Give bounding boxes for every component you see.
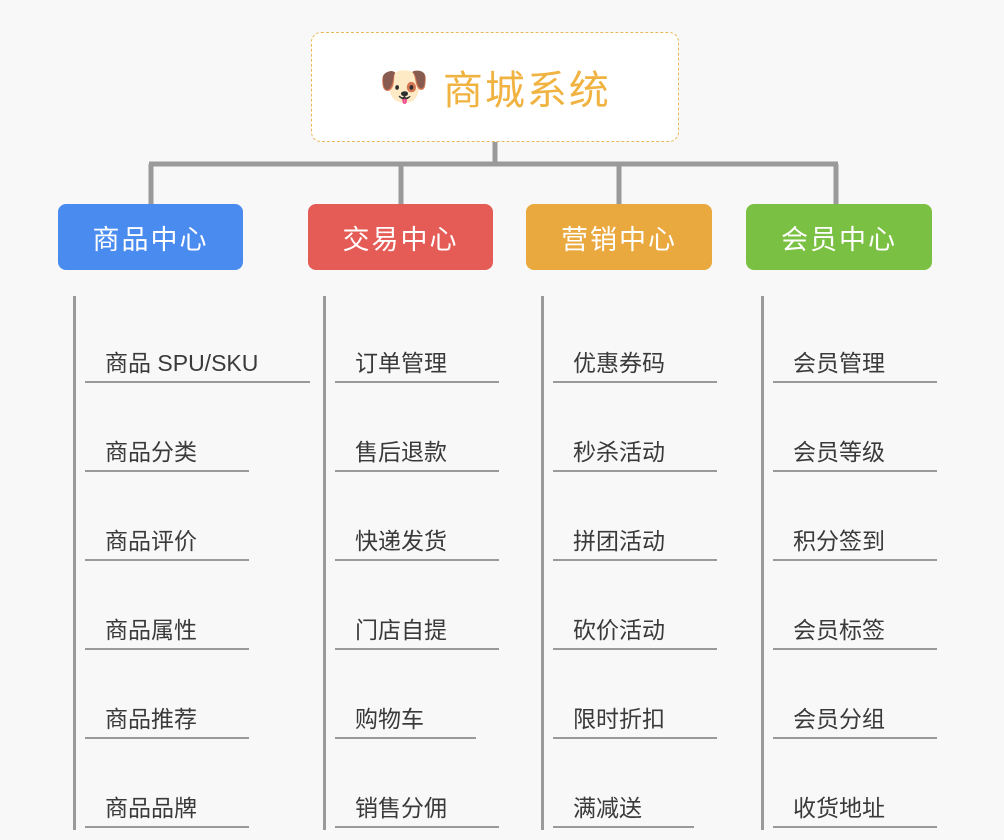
shiba-dog-icon: 🐶 [379,65,429,109]
leaf-label: 秒杀活动 [553,439,717,472]
category-label-3: 会员中心 [781,224,897,255]
list-item[interactable]: 商品推荐 [76,652,290,741]
list-item[interactable]: 售后退款 [326,385,540,474]
list-item[interactable]: 会员标签 [764,563,978,652]
category-column-1: 交易中心 订单管理 售后退款 快递发货 门店自提 购物车 销售分佣 [308,204,540,830]
leaf-label: 会员标签 [773,617,937,650]
leaf-label: 收货地址 [773,795,937,828]
category-column-3: 会员中心 会员管理 会员等级 积分签到 会员标签 会员分组 收货地址 [746,204,978,830]
list-item[interactable]: 秒杀活动 [544,385,758,474]
leaf-label: 快递发货 [335,528,499,561]
leaf-label: 商品属性 [85,617,249,650]
leaf-label: 会员管理 [773,350,937,383]
list-item[interactable]: 商品评价 [76,474,290,563]
leaf-label: 商品推荐 [85,706,249,739]
category-label-2: 营销中心 [561,224,677,255]
category-column-2: 营销中心 优惠券码 秒杀活动 拼团活动 砍价活动 限时折扣 满减送 [526,204,758,830]
leaf-label: 购物车 [335,706,476,739]
leaf-label: 积分签到 [773,528,937,561]
root-node[interactable]: 🐶 商城系统 [311,32,679,142]
leaf-label: 订单管理 [335,350,499,383]
list-item[interactable]: 快递发货 [326,474,540,563]
list-item[interactable]: 拼团活动 [544,474,758,563]
list-item[interactable]: 会员分组 [764,652,978,741]
leaf-label: 拼团活动 [553,528,717,561]
category-header-3[interactable]: 会员中心 [746,204,932,270]
list-item[interactable]: 积分签到 [764,474,978,563]
list-item[interactable]: 限时折扣 [544,652,758,741]
list-item[interactable]: 商品属性 [76,563,290,652]
category-header-1[interactable]: 交易中心 [308,204,493,270]
leaf-label: 会员等级 [773,439,937,472]
category-column-0: 商品中心 商品 SPU/SKU 商品分类 商品评价 商品属性 商品推荐 商品品牌 [58,204,311,830]
leaf-label: 限时折扣 [553,706,717,739]
leaf-label: 商品品牌 [85,795,249,828]
root-title: 商城系统 [442,69,611,113]
leaf-label: 商品分类 [85,439,249,472]
list-item[interactable]: 满减送 [544,741,758,830]
category-label-0: 商品中心 [92,224,209,255]
list-item[interactable]: 商品 SPU/SKU [76,296,311,385]
leaf-label: 优惠券码 [553,350,717,383]
list-item[interactable]: 收货地址 [764,741,978,830]
category-header-0[interactable]: 商品中心 [58,204,243,270]
leaf-list-0: 商品 SPU/SKU 商品分类 商品评价 商品属性 商品推荐 商品品牌 [73,296,311,830]
leaf-label: 销售分佣 [335,795,499,828]
leaf-list-3: 会员管理 会员等级 积分签到 会员标签 会员分组 收货地址 [761,296,978,830]
list-item[interactable]: 购物车 [326,652,540,741]
list-item[interactable]: 门店自提 [326,563,540,652]
leaf-label: 会员分组 [773,706,937,739]
leaf-list-1: 订单管理 售后退款 快递发货 门店自提 购物车 销售分佣 [323,296,540,830]
leaf-label: 售后退款 [335,439,499,472]
list-item[interactable]: 订单管理 [326,296,540,385]
list-item[interactable]: 会员管理 [764,296,978,385]
list-item[interactable]: 砍价活动 [544,563,758,652]
list-item[interactable]: 会员等级 [764,385,978,474]
leaf-label: 砍价活动 [553,617,717,650]
list-item[interactable]: 商品分类 [76,385,290,474]
leaf-label: 商品 SPU/SKU [85,350,311,383]
leaf-label: 门店自提 [335,617,499,650]
list-item[interactable]: 商品品牌 [76,741,290,830]
category-label-1: 交易中心 [342,224,459,255]
leaf-label: 商品评价 [85,528,249,561]
leaf-label: 满减送 [553,795,694,828]
list-item[interactable]: 销售分佣 [326,741,540,830]
list-item[interactable]: 优惠券码 [544,296,758,385]
leaf-list-2: 优惠券码 秒杀活动 拼团活动 砍价活动 限时折扣 满减送 [541,296,758,830]
category-header-2[interactable]: 营销中心 [526,204,712,270]
